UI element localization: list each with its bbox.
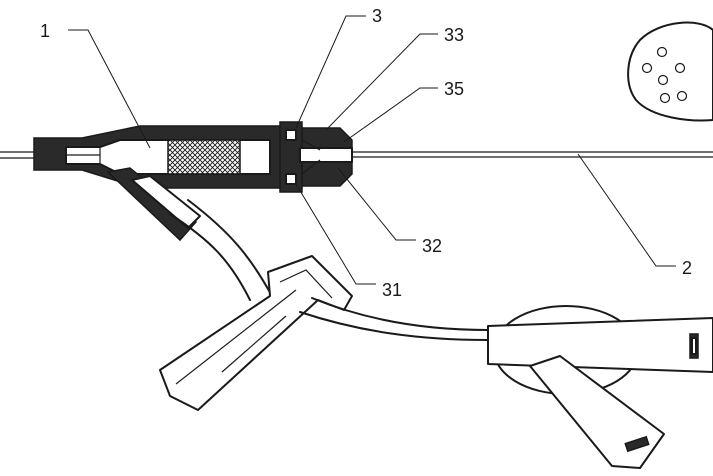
ref-label-35: 35 xyxy=(444,79,464,99)
connector-assembly xyxy=(279,121,353,193)
needle-wire xyxy=(350,151,713,158)
ref-label-1: 1 xyxy=(40,21,50,41)
y-branch-leg xyxy=(529,355,665,469)
ref-label-32: 32 xyxy=(422,236,442,256)
side-port-arm xyxy=(106,167,273,301)
ref-label-3: 3 xyxy=(372,6,382,26)
right-connector xyxy=(487,317,713,373)
inlet-wire xyxy=(0,151,36,159)
leader-lines xyxy=(68,15,676,285)
perforated-cap xyxy=(627,21,713,122)
ref-label-31: 31 xyxy=(382,280,402,300)
ref-label-33: 33 xyxy=(444,25,464,45)
extension-tube xyxy=(299,297,489,341)
ref-label-2: 2 xyxy=(682,258,692,278)
hub-body xyxy=(33,125,286,189)
tube-clamp xyxy=(159,255,353,411)
